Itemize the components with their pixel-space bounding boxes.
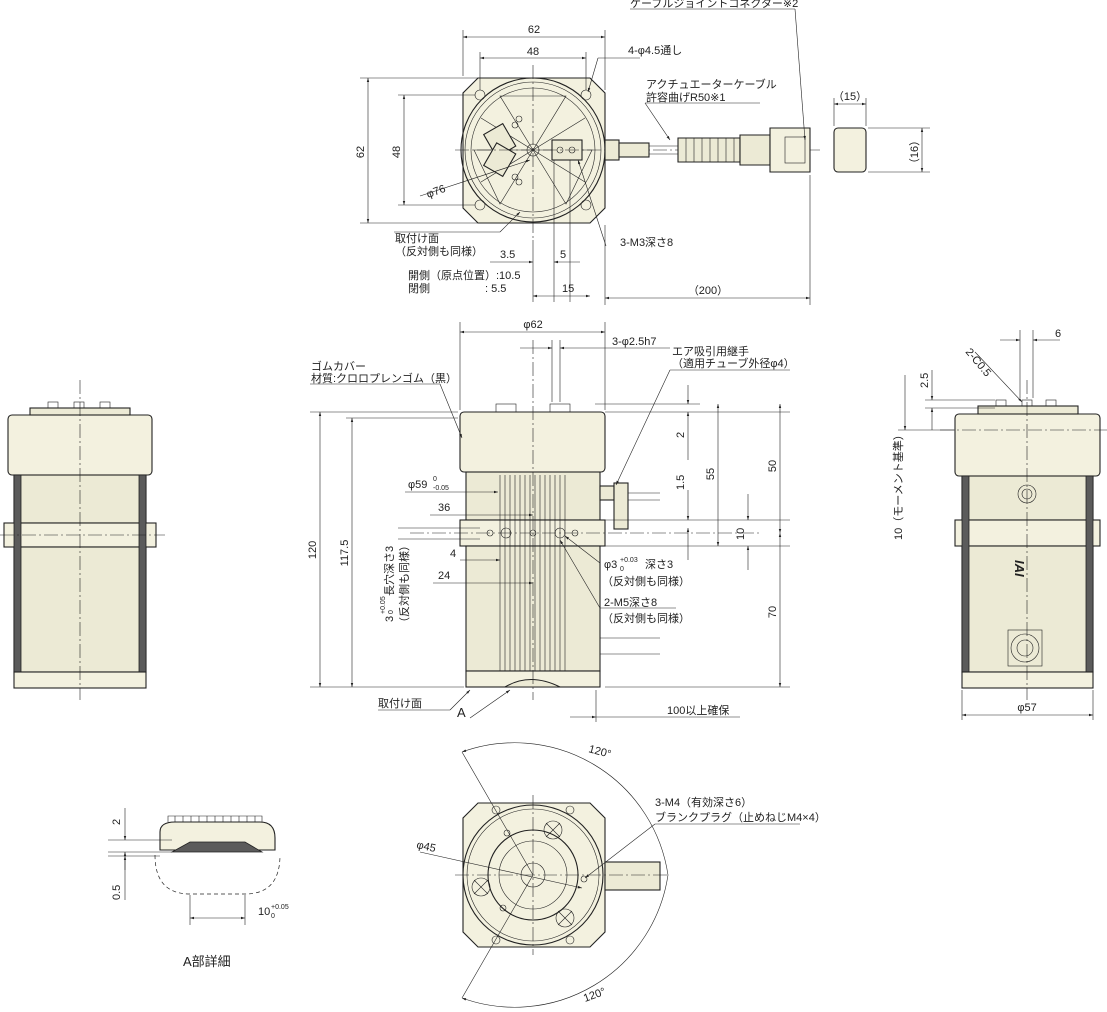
- phi59-label: φ59: [408, 479, 427, 491]
- m3-label: 3-M3深さ8: [620, 236, 673, 249]
- dim-36: 36: [438, 502, 450, 514]
- right-view: IAI 6 2-C0.5 2.5 10（モーメント基準） φ57: [891, 328, 1107, 720]
- dim-15: 15: [562, 283, 574, 295]
- phi59-tol-up: 0: [433, 476, 437, 483]
- detail-dim-10-tol-up: +0.05: [271, 904, 289, 911]
- dim-62-vertical: 62: [355, 146, 367, 158]
- slot-tol-down: 0: [388, 610, 395, 614]
- dim-2-5: 2.5: [919, 373, 931, 388]
- dim-48-vertical: 48: [391, 146, 403, 158]
- top-view: 62 48 62 48 4-φ4.5通し φ76 3-M3深さ8 取付け面 （反…: [355, 0, 930, 305]
- detail-title: A部詳細: [183, 954, 231, 969]
- rubber-cover-material: 材質:クロロプレンゴム（黒）: [311, 371, 457, 385]
- phi57-label: φ57: [1017, 702, 1036, 714]
- m5-label: 2-M5深さ8: [604, 596, 657, 609]
- detail-dim-2: 2: [111, 819, 123, 825]
- slot-label: 3: [384, 616, 396, 622]
- phi76-label: φ76: [425, 183, 447, 201]
- chamfer-label: 2-C0.5: [963, 346, 993, 379]
- dim-4: 4: [450, 548, 456, 560]
- pin-label: 3-φ2.5h7: [612, 336, 656, 348]
- actuator-cable-label: アクチュエーターケーブル: [646, 77, 777, 91]
- dim-16-paren: （16）: [908, 135, 921, 169]
- dim-200-paren: （200）: [688, 284, 728, 297]
- front-view: φ62 3-φ2.5h7 エア吸引用継手 （適用チューブ外径φ4） ゴムカバー …: [307, 319, 795, 722]
- air-label: エア吸引用継手: [672, 344, 749, 358]
- phi62-label: φ62: [523, 319, 542, 331]
- phi45-label: φ45: [415, 839, 436, 855]
- slot-tol-up: +0.05: [380, 596, 387, 614]
- phi3-label: φ3: [604, 559, 617, 571]
- phi3-tol-up: +0.03: [620, 557, 638, 564]
- mount-face-label: 取付け面: [395, 232, 439, 245]
- dim-120: 120: [307, 541, 319, 559]
- phi3-tol-down: 0: [620, 566, 624, 573]
- plug-right: [555, 908, 575, 928]
- rubber-cover-label: ゴムカバー: [311, 359, 366, 373]
- dim-5: 5: [560, 249, 566, 261]
- moment-ref: 10（モーメント基準）: [891, 429, 905, 540]
- phi3-note: （反対側も同様）: [602, 574, 690, 588]
- actuator-cable-note: 許容曲げR50※1: [646, 90, 726, 104]
- detail-dim-0-5: 0.5: [111, 885, 123, 900]
- detail-a-marker: A: [457, 705, 466, 720]
- slot-rest: 長穴深さ3: [382, 546, 396, 596]
- m5-note: （反対側も同様）: [602, 611, 690, 625]
- slot-note: （反対側も同様）: [397, 540, 411, 628]
- dim-3-5: 3.5: [500, 249, 515, 261]
- dim-117-5: 117.5: [339, 540, 351, 567]
- dim-24: 24: [438, 570, 450, 582]
- m4-label: 3-M4（有効深さ6）: [655, 795, 752, 809]
- left-view: [0, 380, 165, 700]
- open-label: 開側（原点位置）:10.5: [408, 268, 520, 282]
- dim-55: 55: [705, 468, 717, 480]
- phi59-tol-down: -0.05: [433, 485, 449, 492]
- dim-70: 70: [767, 606, 779, 618]
- clearance-label: 100以上確保: [667, 703, 729, 717]
- air-note: （適用チューブ外径φ4）: [672, 356, 795, 370]
- plug-left: [471, 877, 491, 897]
- detail-dim-10: 10: [258, 906, 270, 918]
- phi3-rest: 深さ3: [645, 558, 673, 571]
- dim-48: 48: [527, 46, 539, 58]
- angle-top: 120°: [587, 743, 612, 760]
- dim-6: 6: [1055, 328, 1061, 340]
- dim-50: 50: [767, 460, 779, 472]
- plug-top: [543, 820, 563, 840]
- mount-face-note: （反対側も同様）: [395, 244, 483, 258]
- bottom-view: 120° 120° 3-M4（有効深さ6） ブランクプラグ（止めねじM4×4） …: [415, 742, 826, 1008]
- angle-bottom: 120°: [582, 986, 607, 1005]
- detail-dim-10-tol-down: 0: [271, 913, 275, 920]
- detail-a: 2 0.5 10 +0.05 0 A部詳細: [108, 808, 289, 969]
- dim-15-paren: （15）: [833, 90, 867, 103]
- iai-logo: IAI: [1012, 560, 1027, 577]
- dim-1-5: 1.5: [675, 475, 687, 490]
- cable-joint-label: ケーブルジョイントコネクター※2: [630, 0, 798, 10]
- close-label: 閉側 : 5.5: [408, 282, 506, 295]
- dim-2: 2: [675, 432, 687, 438]
- plug-label: ブランクプラグ（止めねじM4×4）: [655, 810, 826, 824]
- hole-label: 4-φ4.5通し: [628, 44, 682, 57]
- mount-face-front: 取付け面: [378, 697, 422, 710]
- dim-62: 62: [528, 24, 540, 36]
- dim-10: 10: [735, 528, 747, 540]
